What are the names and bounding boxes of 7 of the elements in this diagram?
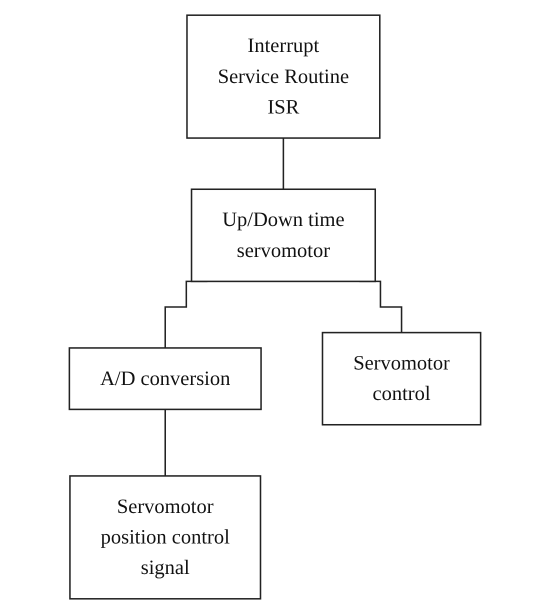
node-box: Servomotor position control signal <box>68 474 261 600</box>
node-box: A/D conversion <box>68 346 262 410</box>
node-box: Up/Down time servomotor <box>190 188 376 282</box>
connector <box>164 408 166 476</box>
node-box: Servomotor control <box>321 331 481 426</box>
connector <box>282 136 284 190</box>
node-box: Interrupt Service Routine ISR <box>186 14 380 138</box>
